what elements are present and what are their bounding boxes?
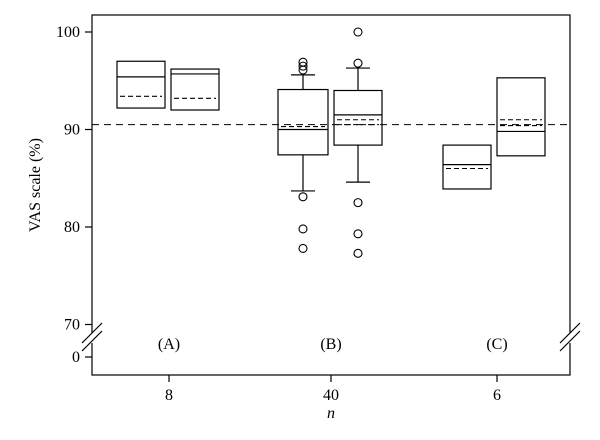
box-6 [496,77,546,157]
x-tick-label: 6 [493,387,501,404]
x-axis-title: n [327,405,335,422]
outlier-point [353,27,363,37]
y-axis: 100 90 80 70 0 [56,24,92,366]
group-label: (C) [486,336,507,353]
outlier-point [353,248,363,258]
box-iqr [496,77,546,157]
x-tick-label: 8 [165,387,173,404]
group-labels: (A) (B) (C) [158,336,508,353]
box-5 [442,144,492,190]
outlier-point [298,57,308,67]
box-iqr [333,89,383,146]
box-iqr [277,88,329,156]
box-4 [333,27,383,258]
box-iqr [170,68,220,111]
left-axis-break [81,322,103,352]
outlier-point [353,229,363,239]
box-3 [277,57,329,253]
outlier-point [298,224,308,234]
y-axis-title: VAS scale (%) [27,138,44,232]
y-tick-label: 90 [64,122,80,139]
outlier-point [353,198,363,208]
y-tick-label: 0 [72,349,80,366]
box-iqr [116,60,166,109]
group-label: (A) [158,336,180,353]
box-2 [170,68,220,111]
axis-break-marks [81,322,581,352]
outlier-point [298,192,308,202]
group-label: (B) [320,336,341,353]
outlier-point [298,243,308,253]
right-axis-break [559,322,581,352]
x-axis: 8 40 6 [165,375,501,404]
y-tick-label: 80 [64,219,80,236]
outlier-point [353,58,363,68]
outlier-point [298,61,308,71]
plot-frame [91,14,571,376]
y-tick-label: 100 [56,24,80,41]
x-tick-label: 40 [323,387,339,404]
y-tick-label: 70 [64,317,80,334]
box-iqr [442,144,492,190]
box-1 [116,60,166,109]
box-series [116,27,546,258]
